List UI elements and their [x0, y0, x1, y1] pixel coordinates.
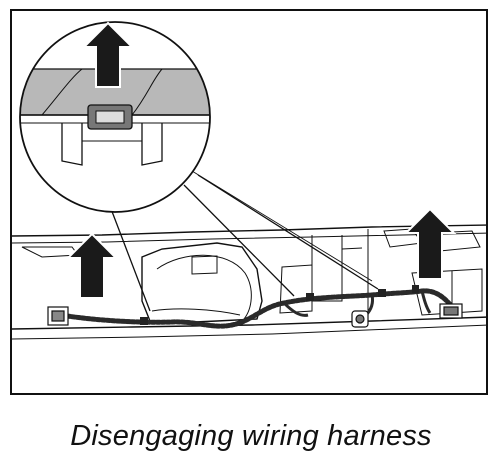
leader-lines [107, 170, 379, 312]
wiring-harness [64, 288, 455, 329]
up-arrow-icon [65, 232, 119, 299]
connector-icon [351, 310, 369, 328]
connector-icon [439, 303, 463, 319]
up-arrow-icon [81, 21, 135, 88]
illustration-frame [10, 9, 488, 395]
magnifier-circle-icon [19, 21, 211, 213]
up-arrow-icon [403, 207, 457, 280]
wire-clip-icon [140, 285, 419, 325]
figure-caption: Disengaging wiring harness [70, 420, 432, 452]
wiring-harness-illustration [12, 21, 486, 340]
connector-icon [47, 306, 69, 326]
